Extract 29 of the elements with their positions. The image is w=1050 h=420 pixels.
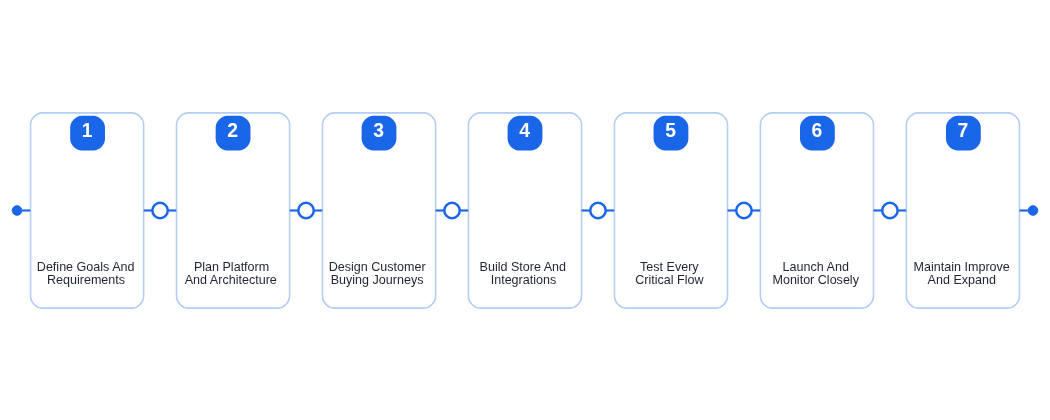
connector xyxy=(289,208,299,212)
connector xyxy=(22,208,31,212)
connector xyxy=(459,208,469,212)
connector xyxy=(167,208,177,212)
connector xyxy=(727,208,737,212)
node-circle xyxy=(11,204,23,216)
node-box: 1 Define Goals And Requirements xyxy=(29,111,145,309)
node-box: 4 Build Store And Integrations xyxy=(467,111,583,309)
node-box: 7 Maintain Improve And Expand xyxy=(905,111,1021,309)
node-circle xyxy=(443,201,461,219)
node-circle xyxy=(589,201,607,219)
node-circle xyxy=(734,201,753,219)
node-circle xyxy=(1027,204,1039,216)
connector xyxy=(897,208,907,212)
connector xyxy=(605,208,615,212)
node-box: 5 Test Every Critical Flow xyxy=(613,111,729,309)
node-box: 2 Plan Platform And Architecture xyxy=(175,111,291,309)
node-circle xyxy=(151,201,170,219)
connector xyxy=(581,208,591,212)
node-circle xyxy=(297,201,316,219)
connector xyxy=(143,208,153,212)
node-circle xyxy=(880,201,899,219)
connector xyxy=(435,208,445,212)
node-box: 3 Design Customer Buying Journeys xyxy=(321,111,437,309)
connector xyxy=(313,208,323,212)
connector xyxy=(1019,208,1029,212)
connector xyxy=(873,208,883,212)
node-box: 6 Launch And Monitor Closely xyxy=(759,111,875,309)
connector xyxy=(751,208,761,212)
